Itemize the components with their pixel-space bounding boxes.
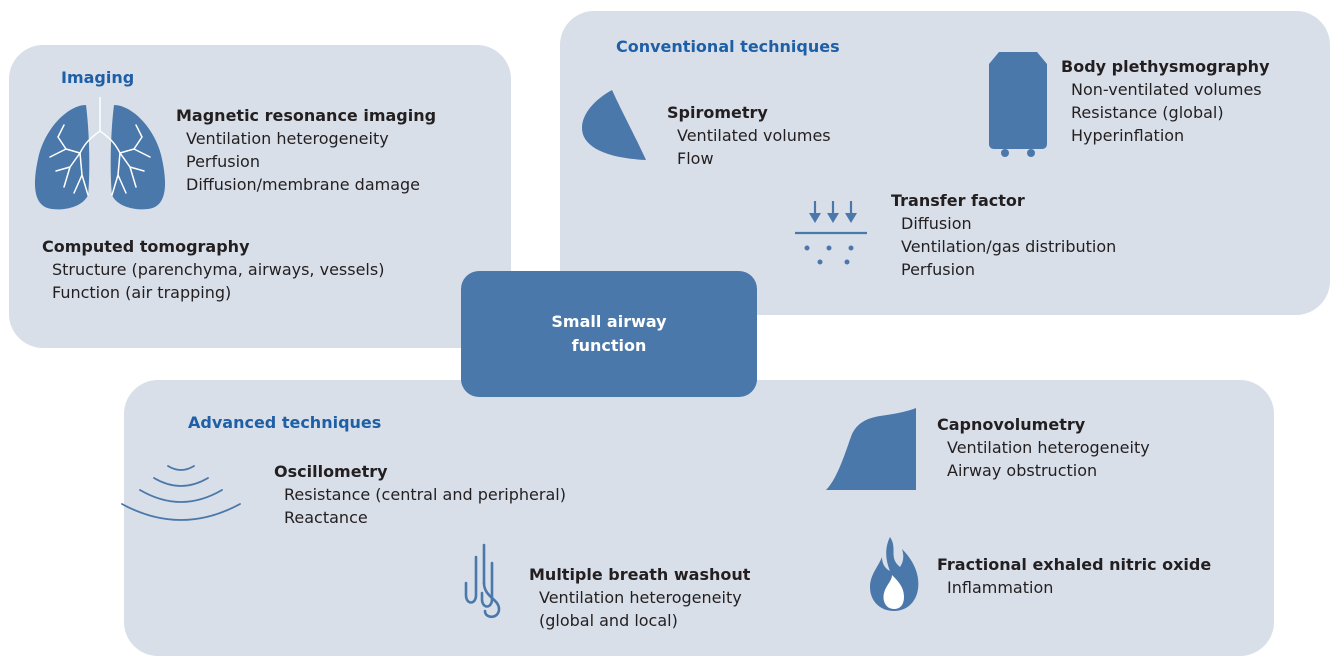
mbw-name: Multiple breath washout (529, 565, 751, 584)
transfer-factor-item: Diffusion (901, 214, 972, 233)
mbw-item: Ventilation heterogeneity (539, 588, 742, 607)
advanced-techniques-title: Advanced techniques (188, 413, 382, 432)
advanced-techniques-panel (124, 380, 1274, 656)
capnovolumetry-item: Airway obstruction (947, 461, 1098, 480)
mri-block: Magnetic resonance imaging Ventilation h… (176, 104, 436, 196)
body-box-icon (989, 52, 1047, 157)
mri-item: Diffusion/membrane damage (186, 175, 421, 194)
capnovolumetry-name: Capnovolumetry (937, 415, 1086, 434)
feno-item: Inflammation (947, 578, 1054, 597)
transfer-arrows-icon (795, 201, 867, 265)
ct-item: Function (air trapping) (52, 283, 232, 302)
ct-block: Computed tomography Structure (parenchym… (42, 235, 384, 304)
transfer-factor-item: Ventilation/gas distribution (901, 237, 1117, 256)
transfer-factor-block: Transfer factor Diffusion Ventilation/ga… (891, 189, 1116, 281)
imaging-panel (9, 45, 511, 348)
spirometry-item: Flow (677, 149, 714, 168)
spirometry-curve-icon (582, 90, 646, 160)
mri-item: Ventilation heterogeneity (186, 129, 389, 148)
conventional-techniques-panel (560, 11, 1330, 315)
spirometry-item: Ventilated volumes (677, 126, 831, 145)
mbw-item: (global and local) (539, 611, 678, 630)
small-airway-function-label: Small airway function (551, 312, 667, 355)
capnovolumetry-block: Capnovolumetry Ventilation heterogeneity… (937, 413, 1150, 482)
body-plethysmography-item: Non-ventilated volumes (1071, 80, 1262, 99)
body-plethysmography-item: Resistance (global) (1071, 103, 1224, 122)
mri-name: Magnetic resonance imaging (176, 106, 437, 125)
flame-icon (870, 537, 919, 611)
spirometry-block: Spirometry Ventilated volumes Flow (667, 101, 831, 170)
feno-name: Fractional exhaled nitric oxide (937, 555, 1212, 574)
transfer-factor-item: Perfusion (901, 260, 975, 279)
lungs-icon (34, 97, 166, 210)
transfer-factor-name: Transfer factor (891, 191, 1025, 210)
capnovolumetry-item: Ventilation heterogeneity (947, 438, 1150, 457)
ct-item: Structure (parenchyma, airways, vessels) (52, 260, 385, 279)
spirometry-name: Spirometry (667, 103, 768, 122)
conventional-techniques-title: Conventional techniques (616, 37, 840, 56)
oscillometry-name: Oscillometry (274, 462, 388, 481)
body-plethysmography-name: Body plethysmography (1061, 57, 1270, 76)
body-plethysmography-block: Body plethysmography Non-ventilated volu… (1061, 55, 1270, 147)
mri-item: Perfusion (186, 152, 260, 171)
feno-block: Fractional exhaled nitric oxide Inflamma… (937, 553, 1211, 599)
washout-tubes-icon (464, 543, 501, 619)
oscillometry-block: Oscillometry Resistance (central and per… (274, 460, 566, 529)
oscillation-waves-icon (121, 465, 241, 521)
capnovolumetry-curve-icon (826, 408, 916, 490)
oscillometry-item: Resistance (central and peripheral) (284, 485, 566, 504)
oscillometry-item: Reactance (284, 508, 368, 527)
small-airway-function-box: Small airway function (461, 271, 757, 397)
imaging-title: Imaging (61, 68, 135, 87)
ct-name: Computed tomography (42, 237, 250, 256)
body-plethysmography-item: Hyperinflation (1071, 126, 1185, 145)
mbw-block: Multiple breath washout Ventilation hete… (529, 563, 750, 632)
